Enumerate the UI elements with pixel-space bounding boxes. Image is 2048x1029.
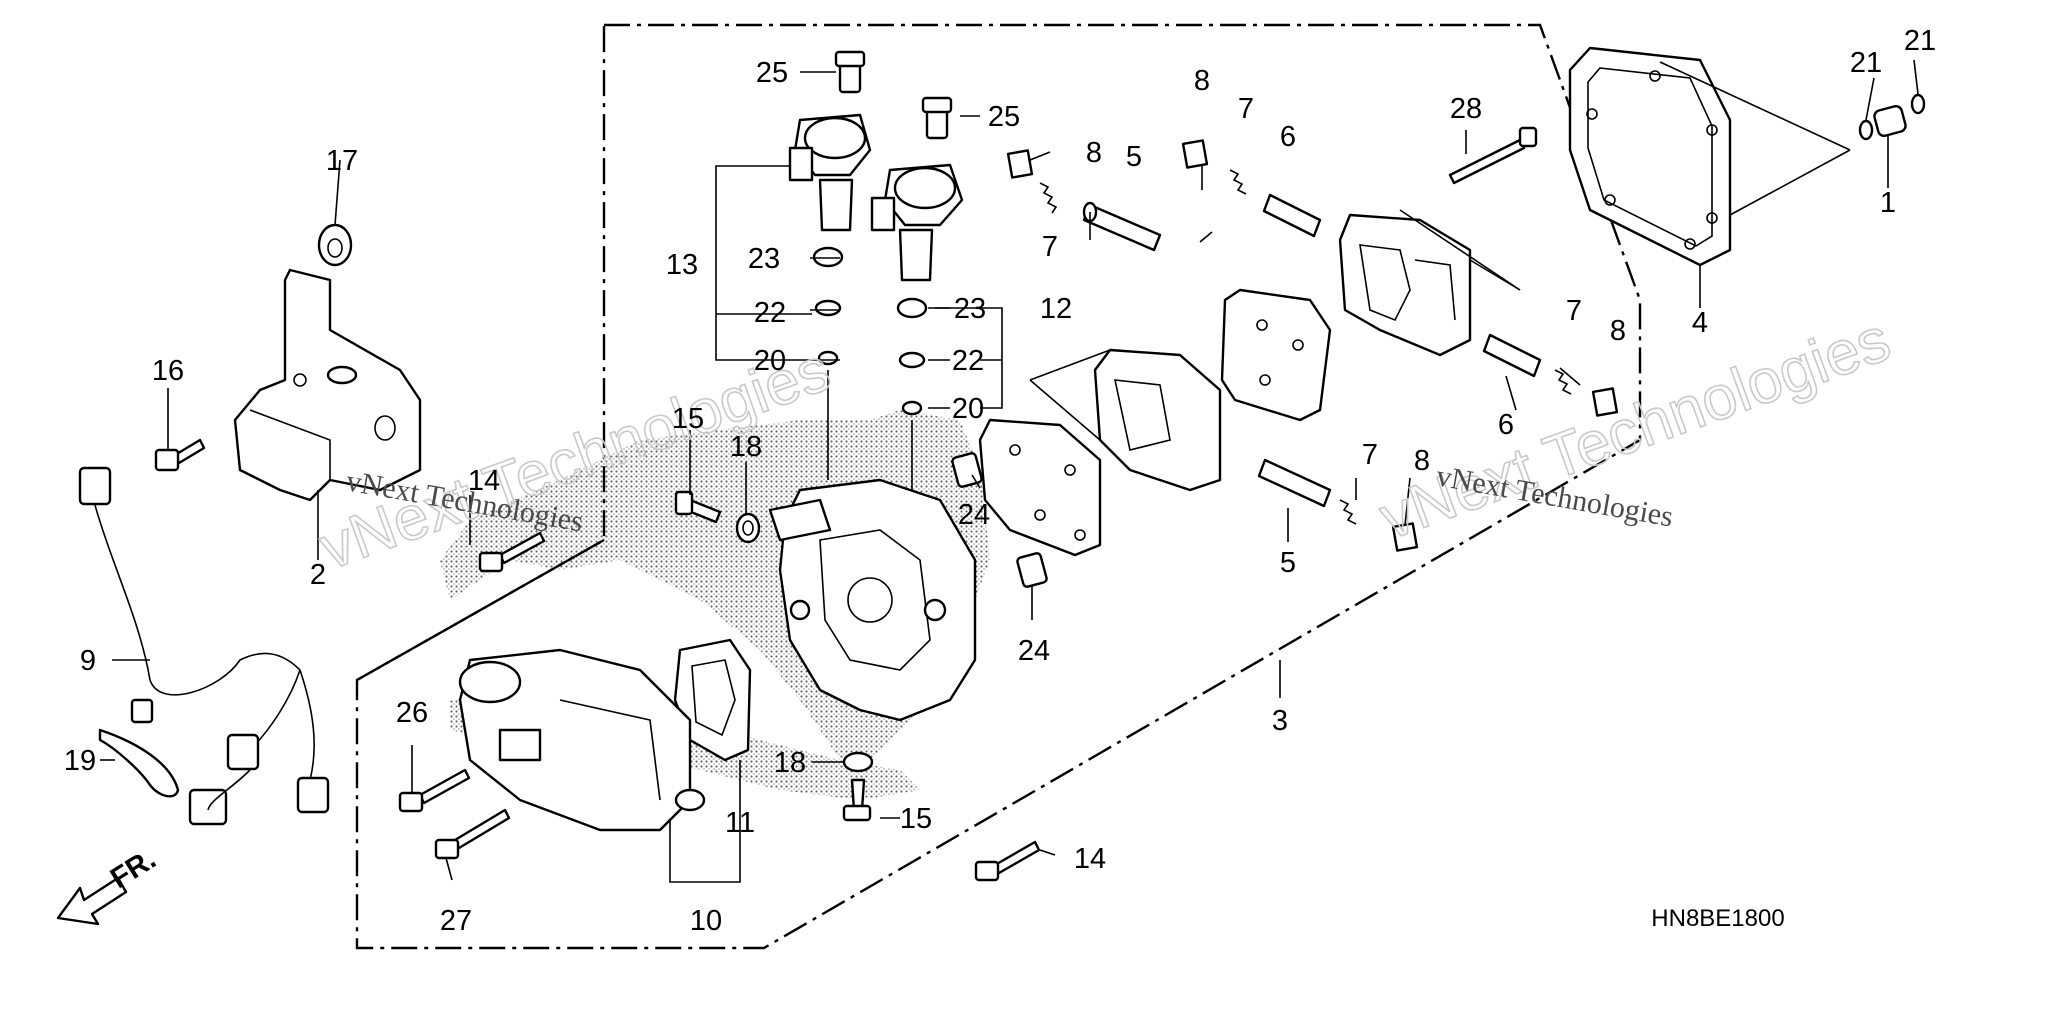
callout-3: 3	[1272, 705, 1288, 737]
callout-28: 28	[1450, 93, 1482, 125]
callout-20-lower: 20	[952, 393, 984, 425]
callout-23-lower: 23	[954, 293, 986, 325]
callout-13: 13	[666, 249, 698, 281]
callout-25-upper: 25	[756, 57, 788, 89]
callout-14-upper: 14	[468, 465, 500, 497]
callout-22-lower: 22	[952, 345, 984, 377]
main-valve-body	[768, 478, 977, 722]
front-arrow-icon	[56, 876, 128, 926]
callout-7-b: 7	[1042, 231, 1058, 263]
callout-18-upper: 18	[730, 431, 762, 463]
callout-17: 17	[326, 145, 358, 177]
callout-14-lower: 14	[1074, 843, 1106, 875]
callout-16: 16	[152, 355, 184, 387]
leader-lines	[100, 59, 1919, 881]
callout-8-a: 8	[1194, 65, 1210, 97]
bolt-16	[154, 438, 206, 472]
dowel-24-lower	[1016, 552, 1048, 588]
callout-7-d: 7	[1362, 439, 1378, 471]
callout-25-lower: 25	[988, 101, 1020, 133]
callout-6-upper: 6	[1280, 121, 1296, 153]
callout-18-lower: 18	[774, 747, 806, 779]
bolt-14-upper	[478, 531, 546, 573]
group-line-12	[935, 307, 1003, 409]
washer-18-upper	[735, 512, 761, 544]
cover-plate	[978, 418, 1102, 557]
callout-6-lower: 6	[1498, 409, 1514, 441]
callout-22-upper: 22	[754, 297, 786, 329]
bolt-14-lower	[974, 840, 1041, 882]
tie-19	[98, 698, 180, 798]
callout-20-upper: 20	[754, 345, 786, 377]
callout-27: 27	[440, 905, 472, 937]
harness-9	[78, 466, 330, 826]
plug-1	[1858, 93, 1926, 141]
diagram-code: HN8BE1800	[1651, 905, 1784, 932]
gasket-4	[1568, 46, 1851, 267]
callout-5-lower: 5	[1280, 547, 1296, 579]
callout-19: 19	[64, 745, 96, 777]
callout-24-lower: 24	[1018, 635, 1050, 667]
callout-7-c: 7	[1566, 295, 1582, 327]
group-line-10	[669, 780, 741, 883]
bolt-27	[434, 808, 511, 860]
middle-valve-body	[1029, 348, 1222, 492]
callout-26: 26	[396, 697, 428, 729]
callout-15-lower: 15	[900, 803, 932, 835]
callout-15-upper: 15	[672, 403, 704, 435]
upper-valve-body	[1338, 209, 1521, 357]
separator-plate	[1220, 288, 1332, 422]
callout-8-c: 8	[1610, 315, 1626, 347]
callout-7-a: 7	[1238, 93, 1254, 125]
bolt-28	[1448, 126, 1538, 185]
callout-2: 2	[310, 559, 326, 591]
clip-17	[317, 223, 358, 385]
callout-9: 9	[80, 645, 96, 677]
callout-24-upper: 24	[958, 499, 990, 531]
callout-21-a: 21	[1850, 47, 1882, 79]
spool-6-lower	[1482, 333, 1619, 417]
solenoid-12	[870, 96, 964, 530]
callout-8-b: 8	[1086, 137, 1102, 169]
callout-1: 1	[1880, 187, 1896, 219]
callout-21-b: 21	[1904, 25, 1936, 57]
callout-10: 10	[690, 905, 722, 937]
group-line-13	[715, 165, 812, 361]
washer-18-lower	[842, 751, 874, 773]
spool-5-lower	[1257, 458, 1419, 552]
solenoid-13	[788, 50, 872, 480]
bolt-26	[398, 768, 471, 813]
callout-11: 11	[725, 807, 755, 839]
cover-2	[233, 268, 422, 502]
callout-12: 12	[1040, 293, 1072, 325]
bracket-boundary	[356, 538, 605, 682]
callout-23-upper: 23	[748, 243, 780, 275]
part-numbers: 1 2 3 4 5 5 6 6 7 7 7 7 8 8 8 8 9 10 11 …	[64, 25, 1936, 937]
bolt-15-lower	[842, 778, 872, 822]
retainer-8-upper	[1006, 149, 1034, 179]
callout-8-d: 8	[1414, 445, 1430, 477]
solenoid-10	[458, 648, 706, 832]
callout-5-upper: 5	[1126, 141, 1142, 173]
callout-4: 4	[1692, 307, 1708, 339]
spool-6-upper	[1181, 139, 1322, 238]
bolt-15-upper	[674, 490, 722, 524]
